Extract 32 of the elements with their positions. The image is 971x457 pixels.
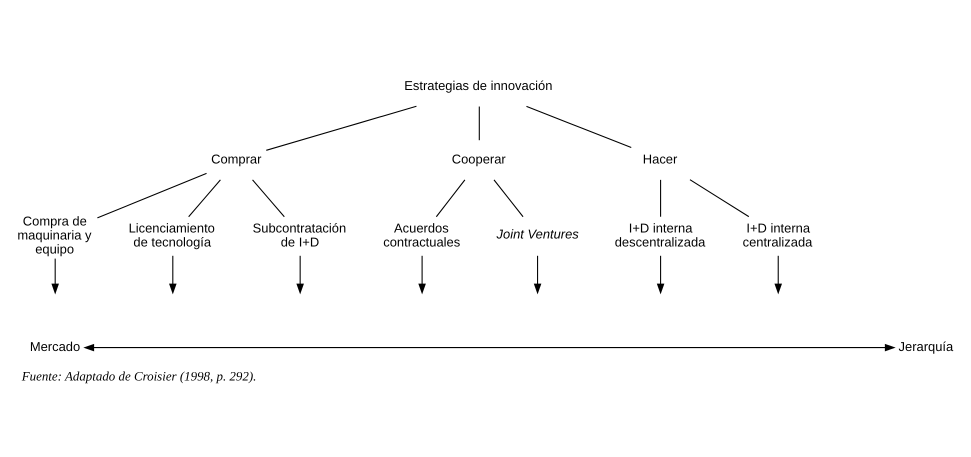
- arrow: [169, 256, 177, 294]
- connector: [436, 180, 466, 218]
- node-text: Compra de maquinaria y equipo: [17, 214, 92, 257]
- connector: [690, 179, 750, 218]
- node-text: Subcontratación de I+D: [252, 220, 346, 250]
- node-text: Licenciamiento de tecnología: [128, 220, 215, 250]
- arrow: [418, 256, 426, 294]
- node-text: Cooperar: [452, 151, 506, 166]
- connector: [660, 180, 662, 217]
- connector: [494, 180, 524, 218]
- connector: [526, 106, 632, 148]
- node-text: Mercado: [30, 338, 80, 354]
- arrow: [774, 256, 782, 294]
- node-text: Joint Ventures: [496, 226, 579, 242]
- node-text: Hacer: [642, 151, 678, 166]
- arrow: [534, 256, 542, 294]
- connector: [478, 106, 480, 140]
- node-text: I+D interna centralizada: [742, 220, 812, 250]
- connector: [252, 180, 285, 218]
- connector: [188, 180, 221, 218]
- arrow: [656, 256, 664, 294]
- connector: [266, 106, 417, 151]
- node-text: Comprar: [211, 151, 262, 166]
- connector: [97, 172, 207, 218]
- node-text: Jerarquía: [898, 338, 954, 354]
- node-text: I+D interna descentralizada: [614, 220, 706, 250]
- caption: Fuente: Adaptado de Croisier (1998, p. 292).: [22, 368, 256, 384]
- node-text: Acuerdos contractuales: [383, 220, 460, 250]
- node-text: Estrategias de innovación: [404, 78, 552, 94]
- arrow: [83, 344, 896, 352]
- arrow: [51, 258, 59, 294]
- arrow: [296, 256, 304, 294]
